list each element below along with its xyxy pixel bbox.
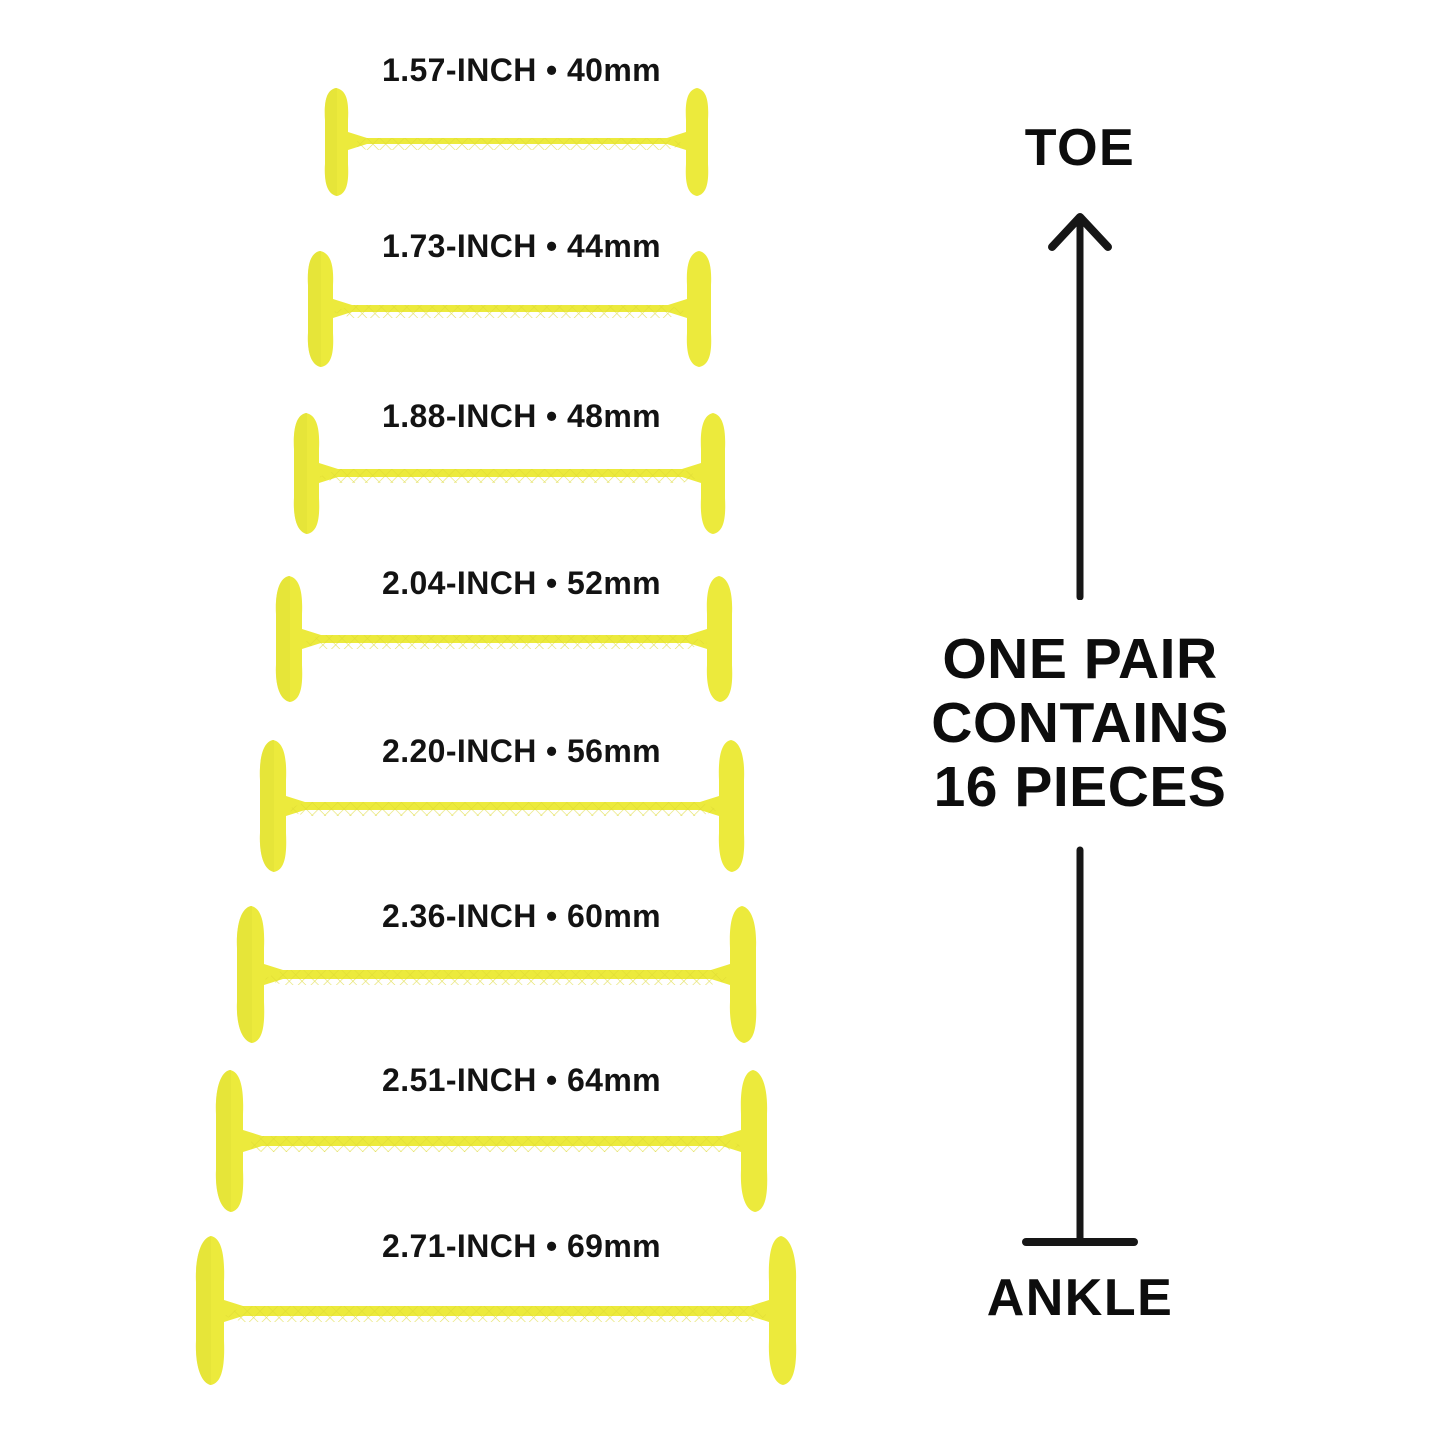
silicone-lace-icon: [293, 413, 726, 534]
silicone-lace-icon: [275, 576, 733, 702]
pair-contents-line-1: ONE PAIR: [942, 627, 1218, 691]
lace-size-label: 2.04-INCH • 52mm: [382, 565, 662, 601]
up-arrow-icon: [1048, 213, 1112, 600]
pair-contents-line-3: 16 PIECES: [933, 754, 1227, 819]
silicone-lace-icon: [307, 251, 712, 367]
pair-contents-line-2: CONTAINS: [931, 690, 1229, 755]
lace-size-label: 1.73-INCH • 44mm: [382, 228, 662, 264]
pair-contents-note: ONE PAIR CONTAINS 16 PIECES: [880, 627, 1280, 819]
silicone-lace-icon: [195, 1236, 797, 1385]
lace-size-label: 2.71-INCH • 69mm: [382, 1228, 662, 1264]
lace-size-label: 2.36-INCH • 60mm: [382, 898, 662, 934]
lace-size-label: 1.57-INCH • 40mm: [382, 52, 662, 88]
t-bar-icon: [1022, 846, 1138, 1246]
lace-size-label: 1.88-INCH • 48mm: [382, 398, 662, 434]
lace-size-label: 2.20-INCH • 56mm: [382, 733, 662, 769]
toe-label: TOE: [1024, 119, 1136, 177]
ankle-label: ANKLE: [986, 1269, 1174, 1327]
lace-size-label: 2.51-INCH • 64mm: [382, 1062, 662, 1098]
silicone-lace-icon: [236, 906, 757, 1043]
silicone-lace-icon: [215, 1070, 768, 1212]
silicone-lace-icon: [324, 88, 709, 196]
silicone-lace-icon: [259, 740, 745, 872]
